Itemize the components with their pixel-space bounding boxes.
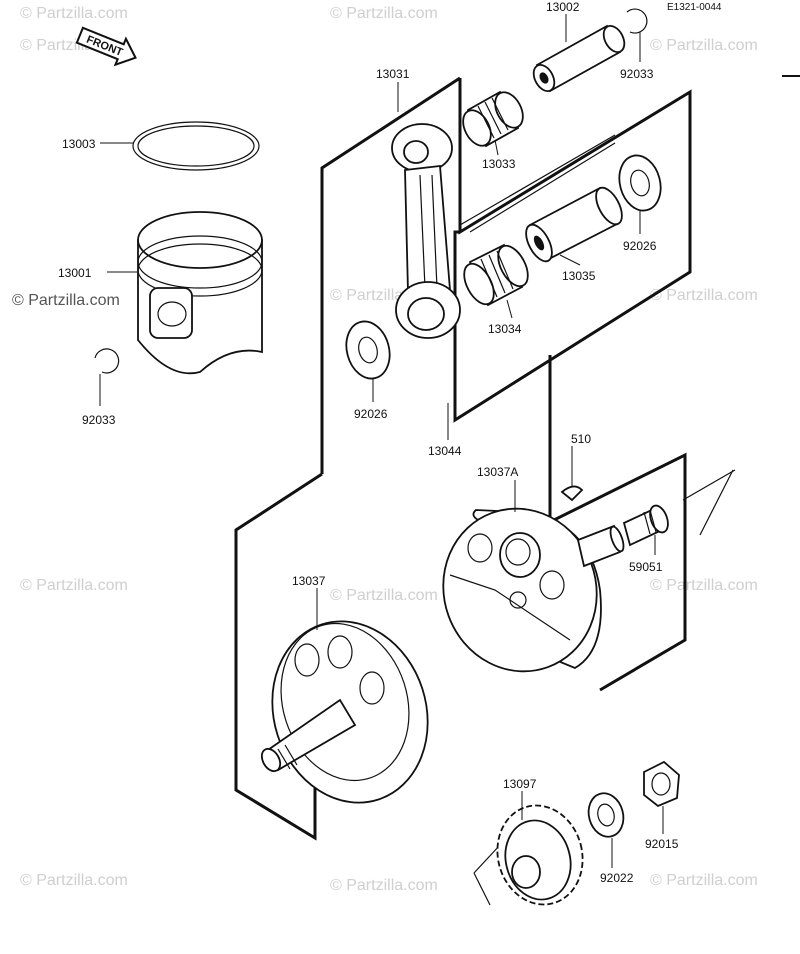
connecting-rod (391, 123, 461, 339)
small-end-bearing (462, 90, 524, 148)
shaft-pinion (622, 504, 669, 547)
watermark: © Partzilla.com (330, 587, 438, 604)
woodruff-key (560, 485, 584, 502)
watermark: © Partzilla.com (330, 5, 438, 22)
label-92022: 92022 (600, 871, 634, 885)
piston-ring (132, 121, 260, 171)
label-13033: 13033 (482, 157, 516, 171)
watermark-prominent: © Partzilla.com (12, 292, 120, 309)
label-13003: 13003 (62, 137, 96, 151)
label-13031: 13031 (376, 67, 410, 81)
label-92033-top: 92033 (620, 67, 654, 81)
watermark: © Partzilla.com (650, 37, 758, 54)
diagram-code: E1321-0044 (667, 2, 722, 13)
watermark: © Partzilla.com (650, 872, 758, 889)
big-end-bearing (463, 243, 529, 307)
label-13044: 13044 (428, 444, 462, 458)
watermark: © Partzilla.com (650, 577, 758, 594)
piston (137, 211, 263, 375)
label-13002: 13002 (546, 0, 580, 14)
watermark: © Partzilla.com (650, 287, 758, 304)
label-13035: 13035 (562, 269, 596, 283)
watermark: © Partzilla.com (20, 5, 128, 22)
circlip-left (94, 348, 120, 374)
crank-nut (643, 760, 680, 808)
crank-pin (525, 186, 623, 263)
part-labels: 13002 92033 13031 13003 13033 92026 1300… (58, 0, 679, 885)
primary-gear (496, 804, 584, 906)
label-92026-left: 92026 (354, 407, 388, 421)
label-13037: 13037 (292, 574, 326, 588)
watermark: © Partzilla.com (20, 577, 128, 594)
leader-lines (99, 14, 664, 868)
crank-half-left (260, 620, 429, 804)
label-13037A: 13037A (477, 465, 518, 479)
piston-pin (532, 24, 626, 93)
assembly-outline (234, 76, 736, 906)
gear-washer (587, 792, 625, 838)
label-13034: 13034 (488, 322, 522, 336)
label-92026-right: 92026 (623, 239, 657, 253)
front-arrow-icon: FRONT (75, 26, 137, 67)
label-92015: 92015 (645, 837, 679, 851)
label-59051: 59051 (629, 560, 663, 574)
circlip-top (626, 8, 648, 34)
label-13001: 13001 (58, 266, 92, 280)
watermark: © Partzilla.com (330, 877, 438, 894)
label-92033-left: 92033 (82, 413, 116, 427)
watermark-layer: © Partzilla.com © Partzilla.com © Partzi… (12, 5, 758, 894)
thrust-washer-left (345, 320, 391, 380)
watermark: © Partzilla.com (20, 872, 128, 889)
label-13097: 13097 (503, 777, 537, 791)
crank-half-right (442, 507, 625, 673)
thrust-washer-right (618, 154, 662, 212)
label-510: 510 (571, 432, 591, 446)
